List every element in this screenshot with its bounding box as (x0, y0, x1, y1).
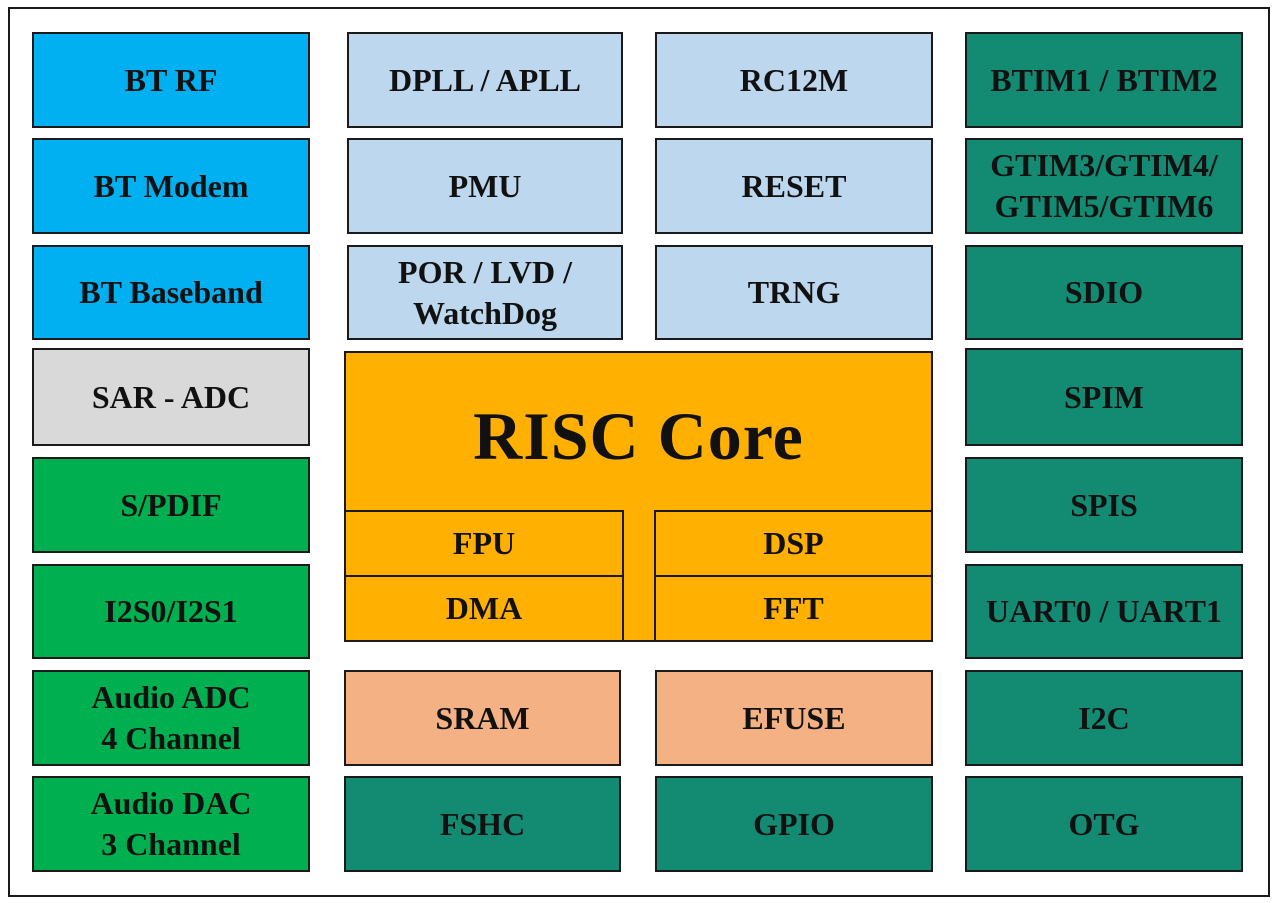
core-title: RISC Core (473, 398, 804, 474)
block-label: SDIO (1064, 274, 1144, 311)
block-label: DMA (445, 590, 523, 627)
block-label: SPIM (1064, 378, 1144, 415)
block-label: BT RF (124, 61, 218, 98)
block-spis: SPIS (965, 457, 1243, 553)
block-label: DPLL / APLL (388, 61, 582, 98)
block-label: BT Modem (93, 167, 249, 204)
block-por-lvd-watchdog: POR / LVD / WatchDog (347, 245, 623, 340)
block-dsp: DSP (654, 510, 933, 577)
block-sdio: SDIO (965, 245, 1243, 340)
block-label: SRAM (435, 699, 530, 736)
block-label: SPIS (1070, 486, 1138, 523)
block-label: GPIO (753, 805, 835, 842)
block-label: FSHC (439, 805, 526, 842)
block-label: I2S0/I2S1 (104, 593, 238, 630)
block-bt-baseband: BT Baseband (32, 245, 310, 340)
block-label: POR / LVD / WatchDog (398, 253, 572, 331)
block-trng: TRNG (655, 245, 933, 340)
block-label: BTIM1 / BTIM2 (990, 61, 1218, 98)
block-dpll-apll: DPLL / APLL (347, 32, 623, 128)
block-gpio: GPIO (655, 776, 933, 872)
block-label: FPU (452, 525, 516, 562)
block-label: TRNG (747, 274, 841, 311)
block-audio-adc: Audio ADC 4 Channel (32, 670, 310, 766)
block-pmu: PMU (347, 138, 623, 234)
block-fshc: FSHC (344, 776, 621, 872)
block-label: I2C (1078, 699, 1130, 736)
block-audio-dac: Audio DAC 3 Channel (32, 776, 310, 872)
block-efuse: EFUSE (655, 670, 933, 766)
block-label: DSP (763, 525, 824, 562)
block-label: BT Baseband (79, 274, 263, 311)
block-label: FFT (763, 590, 824, 627)
block-fpu: FPU (344, 510, 624, 577)
block-label: OTG (1068, 805, 1140, 842)
block-rc12m: RC12M (655, 32, 933, 128)
block-label: GTIM3/GTIM4/ GTIM5/GTIM6 (990, 147, 1218, 224)
block-bt-modem: BT Modem (32, 138, 310, 234)
block-reset: RESET (655, 138, 933, 234)
block-spim: SPIM (965, 348, 1243, 446)
block-label: S/PDIF (120, 486, 222, 523)
block-spdif: S/PDIF (32, 457, 310, 553)
block-sar-adc: SAR - ADC (32, 348, 310, 446)
block-label: SAR - ADC (91, 378, 251, 415)
block-sram: SRAM (344, 670, 621, 766)
block-btim: BTIM1 / BTIM2 (965, 32, 1243, 128)
block-label: PMU (448, 167, 522, 204)
block-dma: DMA (344, 575, 624, 642)
block-label: RESET (741, 167, 847, 204)
block-label: UART0 / UART1 (986, 593, 1222, 630)
block-gtim: GTIM3/GTIM4/ GTIM5/GTIM6 (965, 138, 1243, 234)
block-bt-rf: BT RF (32, 32, 310, 128)
block-label: Audio ADC 4 Channel (91, 679, 251, 756)
block-i2c: I2C (965, 670, 1243, 766)
block-otg: OTG (965, 776, 1243, 872)
block-label: EFUSE (742, 699, 846, 736)
block-uart: UART0 / UART1 (965, 564, 1243, 659)
block-label: RC12M (739, 61, 849, 98)
block-label: Audio DAC 3 Channel (90, 785, 252, 862)
block-fft: FFT (654, 575, 933, 642)
block-i2s: I2S0/I2S1 (32, 564, 310, 659)
